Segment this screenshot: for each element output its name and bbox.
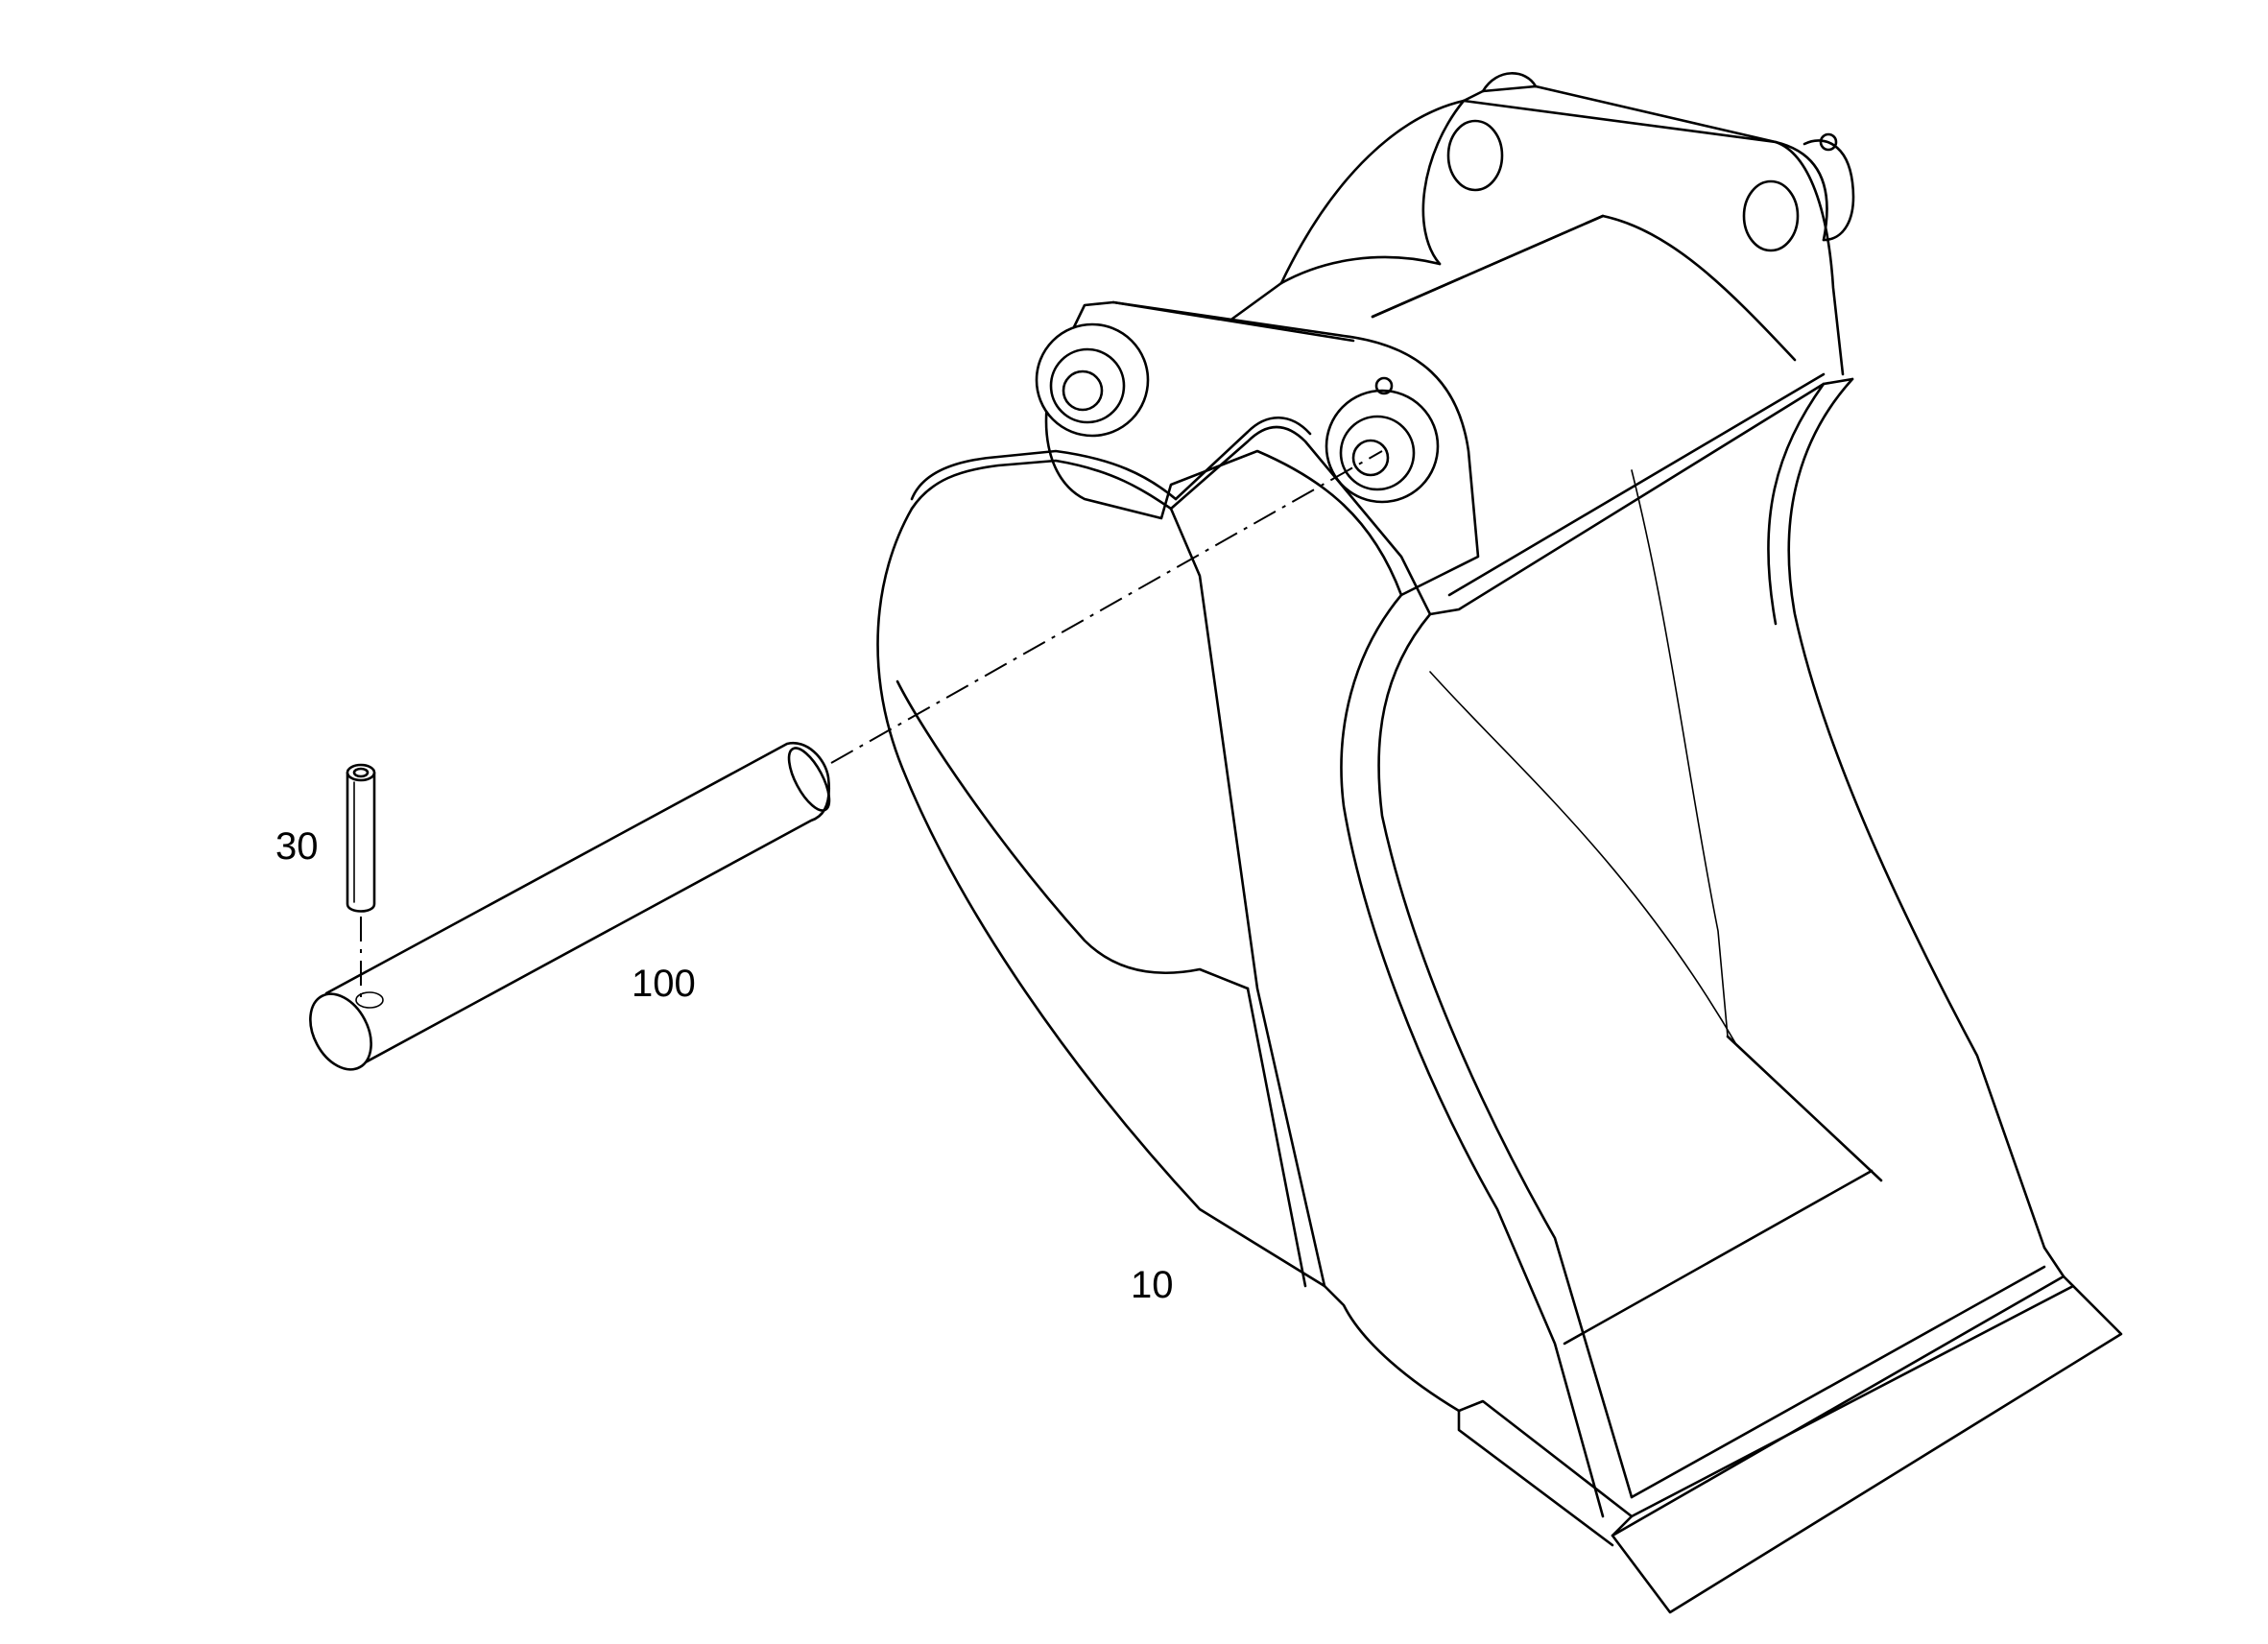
bucket-body [876, 72, 2123, 1614]
callout-100-label: 100 [632, 963, 696, 1005]
hinge-pin [309, 741, 831, 1071]
roll-pin [346, 763, 376, 913]
callout-10-label: 10 [1131, 1264, 1174, 1306]
assembly-lines [360, 450, 1383, 998]
callout-30-label: 30 [275, 825, 319, 868]
